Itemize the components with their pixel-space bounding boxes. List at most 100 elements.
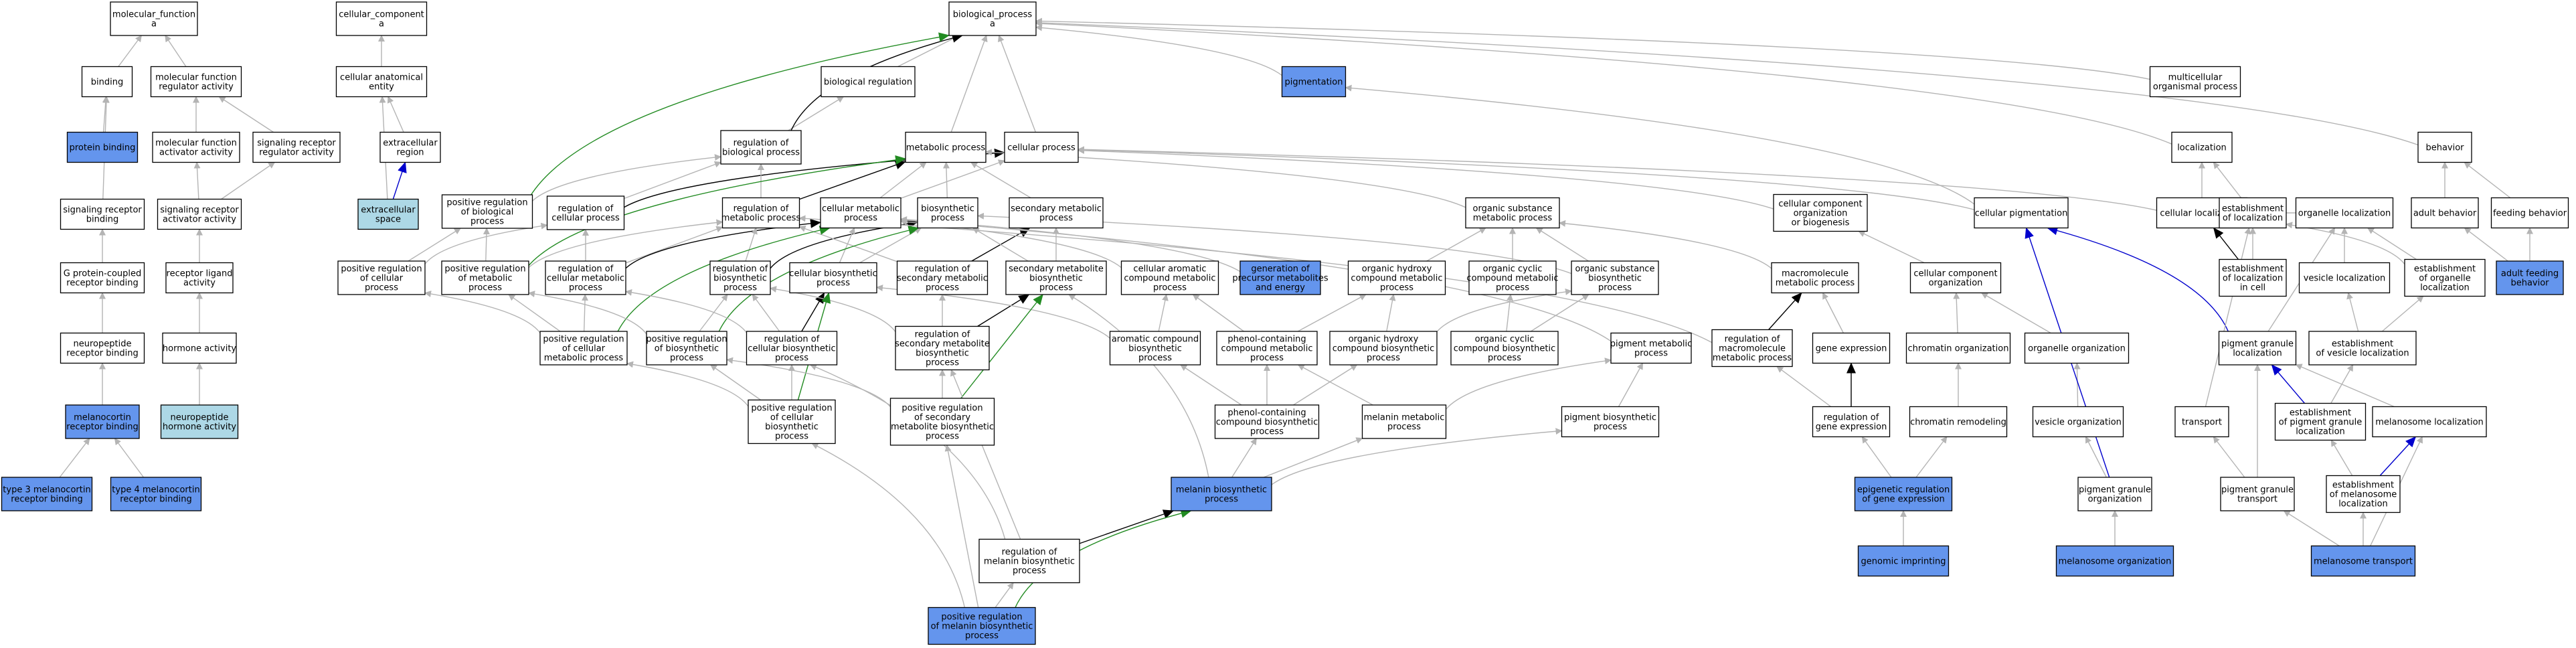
term-label-line: signaling receptor — [160, 206, 239, 216]
term-node-cellpig[interactable]: cellular pigmentation — [1974, 197, 2069, 229]
term-node-meltrans[interactable]: melanosome transport — [2310, 545, 2416, 577]
term-node-bioreg[interactable]: biological regulation — [821, 66, 916, 98]
term-node-transport[interactable]: transport — [2174, 406, 2229, 438]
term-node-feedbeh[interactable]: feeding behavior — [2490, 197, 2569, 229]
term-node-genimp[interactable]: genomic imprinting — [1857, 545, 1950, 577]
term-node-pigmentation[interactable]: pigmentation — [1281, 66, 1347, 98]
term-node-cellproc[interactable]: cellular process — [1004, 131, 1079, 163]
term-node-binding[interactable]: binding — [81, 66, 133, 98]
term-node-metab[interactable]: metabolic process — [905, 131, 986, 163]
term-node-orgloc[interactable]: organelle localization — [2295, 197, 2394, 229]
term-node-chromrem[interactable]: chromatin remodeling — [1909, 406, 2008, 438]
term-node-protbind[interactable]: protein binding — [66, 131, 139, 163]
term-node-vesorg[interactable]: vesicle organization — [2032, 406, 2124, 438]
term-node-behavior[interactable]: behavior — [2417, 131, 2472, 163]
term-node-orgorg[interactable]: organelle organization — [2024, 332, 2130, 364]
term-box — [150, 66, 242, 98]
term-node-melloc[interactable]: melanosome localization — [2372, 406, 2487, 438]
edge-cbp-to-cmp — [839, 227, 855, 263]
term-node-adultbeh[interactable]: adult behavior — [2411, 197, 2479, 229]
term-node-vesloc[interactable]: vesicle localization — [2298, 262, 2391, 294]
term-node-geneexp[interactable]: gene expression — [1812, 332, 1891, 364]
term-node-chromorg[interactable]: chromatin organization — [1905, 332, 2011, 364]
edge-posregbsp-to-regbsp — [699, 294, 728, 332]
term-node-melorg[interactable]: melanosome organization — [2055, 545, 2174, 577]
term-node-localization[interactable]: localization — [2171, 131, 2233, 163]
term-node-hormact[interactable]: hormone activity — [162, 332, 237, 364]
